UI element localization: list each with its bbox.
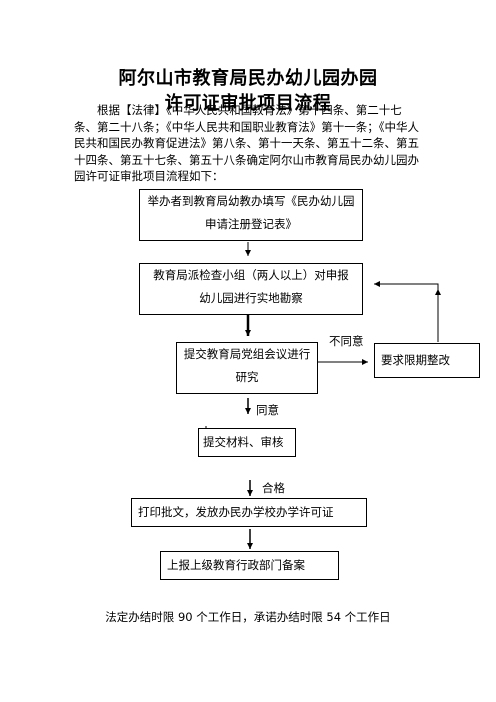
step5-box: 打印批文，发放办民办学校办学许可证: [131, 498, 367, 527]
step1-box: 举办者到教育局幼教办填写《民办幼儿园 申请注册登记表》: [139, 189, 363, 241]
title-line-1: 阿尔山市教育局民办幼儿园办园: [118, 68, 378, 89]
step3-line2: 研究: [235, 370, 259, 384]
title-line-2: 许可证审批项目流程: [164, 93, 332, 114]
step2-box: 教育局派检查小组（两人以上）对申报 幼儿园进行实地勘察: [139, 263, 363, 315]
pass-label: 合格: [262, 481, 285, 495]
step2-line2: 幼儿园进行实地勘察: [199, 291, 303, 305]
footer-note: 法定办结时限 90 个工作日，承诺办结时限 54 个工作日: [105, 610, 391, 624]
step6-box: 上报上级教育行政部门备案: [160, 551, 339, 580]
step1-line1: 举办者到教育局幼教办填写《民办幼儿园: [147, 194, 355, 208]
step3-line1: 提交教育局党组会议进行: [183, 347, 311, 361]
step2-line1: 教育局派检查小组（两人以上）对申报: [153, 268, 349, 282]
step3-box: 提交教育局党组会议进行 研究: [176, 342, 318, 394]
agree-label: 同意: [256, 403, 279, 417]
step1-line2: 申请注册登记表》: [205, 217, 297, 231]
intro-paragraph: 根据【法律】《中华人民共和国教育法》第十四条、第二十七条、第二十八条；《中华人民…: [74, 103, 419, 183]
step4-box: 提交材料、审核: [198, 428, 296, 457]
reject-label: 不同意: [329, 334, 364, 348]
arrow-reject-back: [374, 281, 439, 342]
reject-box: 要求限期整改: [374, 343, 480, 378]
